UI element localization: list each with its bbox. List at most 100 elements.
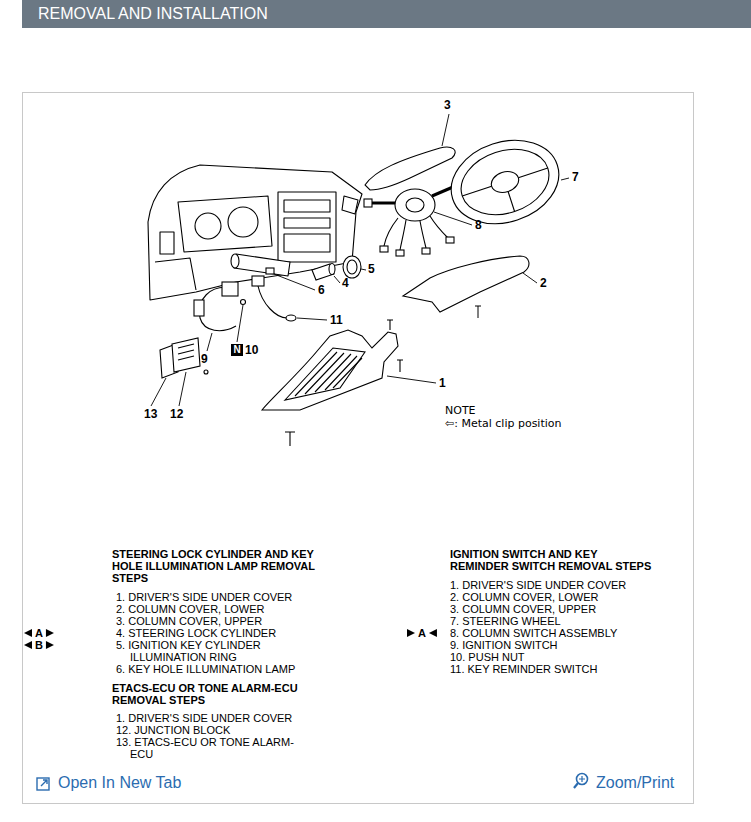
step-item: 1. DRIVER'S SIDE UNDER COVER (116, 712, 316, 724)
callout-number: 10 (245, 343, 258, 357)
mark-letter: N (231, 344, 243, 356)
leader-line (207, 333, 212, 351)
zoom-icon (574, 774, 588, 789)
fuse-rows (178, 344, 194, 360)
step-item: 1. DRIVER'S SIDE UNDER COVER (116, 591, 316, 603)
instrument-cluster (178, 196, 272, 252)
column-end (231, 254, 239, 268)
step-item: 10. PUSH NUT (450, 651, 650, 663)
marker-triangle (24, 629, 32, 637)
step-item: 9. IGNITION SWITCH (450, 639, 650, 651)
leader-line (179, 372, 186, 406)
callout-number: 4 (342, 276, 349, 290)
wheel-hub (489, 168, 522, 196)
screw (475, 306, 481, 318)
leader-line (297, 318, 327, 320)
icon-lens (577, 774, 588, 785)
step-item: 13. ETACS-ECU OR TONE ALARM-ECU (116, 736, 316, 760)
icon-handle (574, 783, 578, 788)
gauge (195, 213, 221, 239)
leader-line (361, 269, 366, 270)
leader-line (387, 376, 436, 383)
switch-panel (160, 232, 174, 254)
wheel-spokes (462, 168, 557, 225)
screw (387, 320, 393, 330)
wire (430, 216, 448, 238)
dash-panel (148, 165, 362, 300)
switch-wire (258, 286, 287, 318)
icon-arrow (41, 780, 47, 786)
page-title: REMOVAL AND INSTALLATION (38, 5, 268, 23)
callout-number: 6 (318, 283, 325, 297)
key-reminder-switch (252, 268, 296, 321)
illumination-ring (343, 256, 361, 278)
screw (204, 370, 208, 374)
leader-line (434, 212, 472, 225)
heater-panel (284, 234, 330, 252)
leader-line (561, 178, 569, 180)
icon-box (37, 778, 49, 790)
leader-line (151, 378, 166, 406)
gauge (228, 207, 258, 237)
leader-line (334, 276, 340, 283)
lock-cylinder (312, 256, 361, 280)
service-point-mark: A (418, 627, 426, 639)
grille (285, 348, 365, 400)
callout-number: 5 (368, 262, 375, 276)
step-item: 3. COLUMN COVER, UPPER (116, 615, 316, 627)
cylinder-body (312, 264, 334, 280)
callout-number: 3 (444, 98, 451, 112)
step-item: 2. COLUMN COVER, LOWER (116, 603, 316, 615)
connector (194, 300, 204, 316)
boxed-mark: N (231, 344, 243, 356)
step-item: 3. COLUMN COVER, UPPER (450, 603, 650, 615)
leader-lines (151, 114, 569, 406)
leader-line (274, 274, 315, 290)
wire (420, 221, 426, 248)
push-nut (241, 300, 246, 305)
marker-triangle (24, 641, 32, 649)
note-text: ⇦: Metal clip position (445, 417, 562, 430)
leader-line (237, 305, 243, 342)
step-item: 11. KEY REMINDER SWITCH (450, 663, 650, 675)
wire (400, 220, 406, 250)
step-item: 8. COLUMN SWITCH ASSEMBLY (450, 627, 650, 639)
screw (285, 432, 295, 446)
link-text: Zoom/Print (596, 773, 674, 793)
steps-heading: STEERING LOCK CYLINDER AND KEY HOLE ILLU… (112, 548, 322, 584)
connector (422, 248, 430, 254)
connector (446, 237, 454, 243)
marker-triangle (46, 641, 54, 649)
switch-center (406, 198, 424, 212)
marker-triangle (46, 629, 54, 637)
step-item: 7. STEERING WHEEL (450, 615, 650, 627)
under-cover (262, 320, 403, 446)
wheel-inner (453, 139, 558, 226)
steps-heading: ETACS-ECU OR TONE ALARM-ECU REMOVAL STEP… (112, 682, 322, 706)
column-switch (364, 184, 460, 256)
cover-panel (262, 330, 398, 410)
callout-number: 1 (439, 376, 446, 390)
screw (397, 360, 403, 372)
header-bar (22, 0, 751, 28)
grille-lines (295, 352, 362, 396)
ecu-and-junction-block (160, 338, 208, 378)
upper-column-cover (365, 147, 455, 190)
callout-number: 13 (144, 407, 157, 421)
callout-number: 9 (201, 352, 208, 366)
callout-number: 2 (540, 276, 547, 290)
icon-plus (579, 776, 585, 782)
callout-number: 12 (170, 407, 183, 421)
link-text: Open In New Tab (58, 773, 181, 793)
switch-body (252, 276, 264, 286)
service-point-mark: A (35, 627, 43, 639)
lower-column-cover (403, 256, 529, 312)
dash-edge (155, 258, 196, 290)
cylinder-face (329, 264, 335, 275)
step-item: 12. JUNCTION BLOCK (116, 724, 316, 736)
step-item: 1. DRIVER'S SIDE UNDER COVER (450, 579, 650, 591)
stalk (372, 202, 398, 205)
vent (342, 196, 358, 214)
connector (380, 246, 388, 252)
callout-number: 11 (330, 313, 343, 327)
